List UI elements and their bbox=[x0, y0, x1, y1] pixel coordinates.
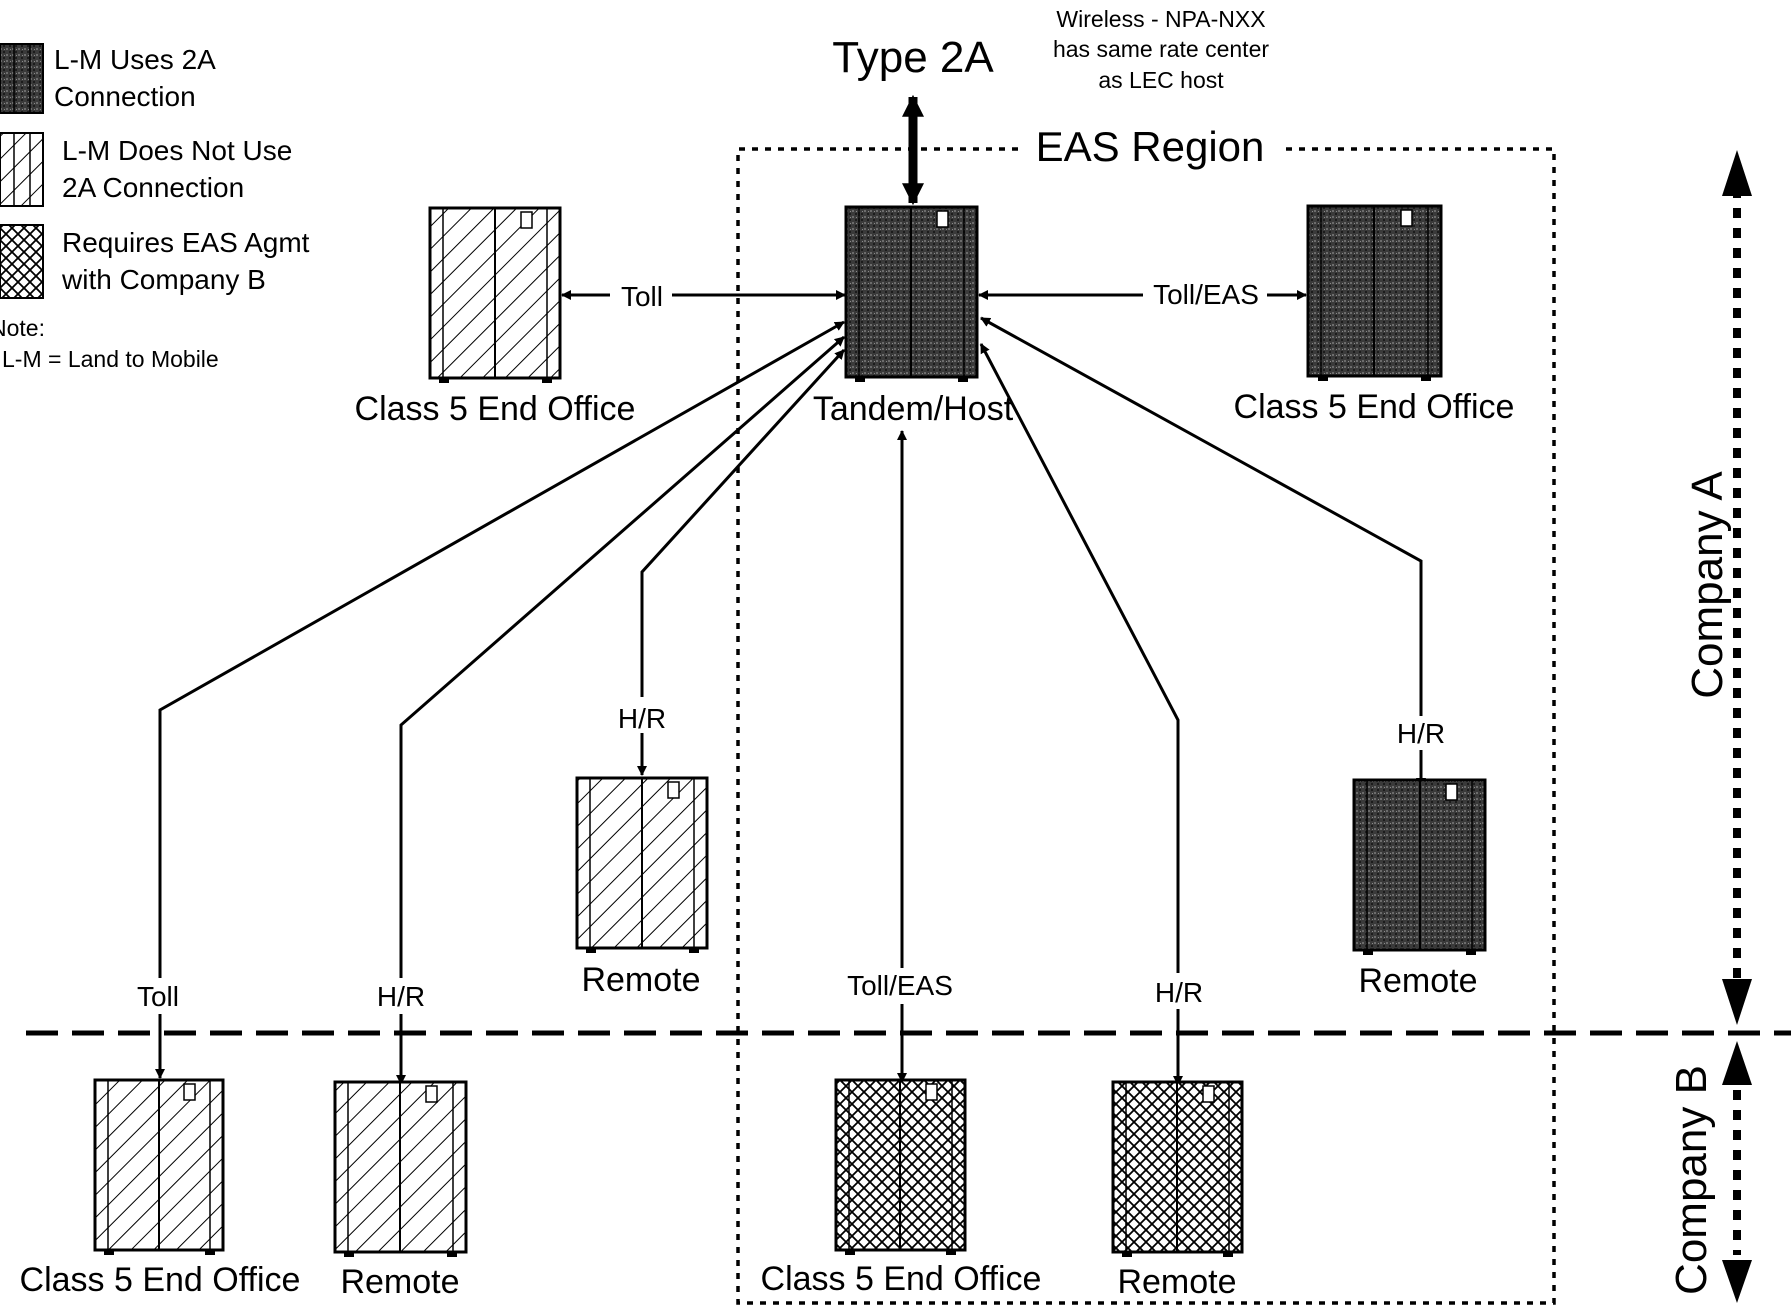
legend-requires-eas-line2: with Company B bbox=[61, 264, 266, 295]
diagram-title: Type 2A bbox=[832, 33, 994, 82]
wireless-note-line1: Wireless - NPA-NXX bbox=[1056, 6, 1265, 32]
legend-not-use-2a-line1: L-M Does Not Use bbox=[62, 135, 292, 166]
tandem-host-switch bbox=[844, 205, 979, 382]
company-a-label: Company A bbox=[1683, 471, 1732, 699]
label-toll-eas-b: Toll/EAS bbox=[847, 970, 953, 1001]
eas-region: EAS Region bbox=[736, 123, 1556, 1305]
eas-region-label: EAS Region bbox=[1036, 123, 1265, 170]
company-b-label: Company B bbox=[1667, 1065, 1716, 1295]
legend-requires-eas-line1: Requires EAS Agmt bbox=[62, 227, 310, 258]
legend-note-text: L-M = Land to Mobile bbox=[2, 346, 219, 372]
wireless-note-line3: as LEC host bbox=[1098, 67, 1224, 93]
label-hr-b: H/R bbox=[377, 981, 425, 1012]
label-toll-eas-top: Toll/EAS bbox=[1153, 279, 1259, 310]
legend-cross-swatch bbox=[0, 224, 44, 299]
company-axis: Company A Company B bbox=[1667, 150, 1752, 1303]
label-toll-b: Toll bbox=[137, 981, 179, 1012]
remote-right-switch bbox=[1352, 778, 1487, 955]
legend-dark-swatch bbox=[0, 43, 44, 114]
link-tandem-to-b-end-office bbox=[155, 320, 845, 1079]
end-office-left-switch bbox=[428, 206, 562, 383]
b-end-office-eas-label: Class 5 End Office bbox=[761, 1260, 1042, 1298]
label-toll-top: Toll bbox=[621, 281, 663, 312]
link-tandem-to-remote-right bbox=[980, 316, 1426, 788]
wireless-note-line2: has same rate center bbox=[1053, 36, 1269, 62]
legend-not-use-2a-line2: 2A Connection bbox=[62, 172, 244, 203]
b-remote-eas-switch bbox=[1111, 1080, 1244, 1257]
legend-uses-2a-line2: Connection bbox=[54, 81, 196, 112]
legend-hatch-swatch bbox=[0, 132, 44, 207]
end-office-right-label: Class 5 End Office bbox=[1234, 388, 1515, 426]
end-office-right-switch bbox=[1306, 204, 1443, 381]
b-remote-eas-label: Remote bbox=[1117, 1263, 1236, 1301]
remote-right-label: Remote bbox=[1358, 962, 1477, 1000]
tandem-host-label: Tandem/Host bbox=[813, 390, 1014, 428]
remote-mid-switch bbox=[575, 776, 709, 953]
b-remote-left-switch bbox=[333, 1080, 468, 1257]
end-office-left-label: Class 5 End Office bbox=[355, 390, 636, 428]
b-end-office-eas-switch bbox=[834, 1078, 967, 1255]
legend: L-M Uses 2A Connection L-M Does Not Use … bbox=[0, 43, 310, 372]
legend-note-heading: Note: bbox=[0, 315, 45, 341]
label-hr-remote-right: H/R bbox=[1397, 718, 1445, 749]
legend-uses-2a-line1: L-M Uses 2A bbox=[54, 44, 216, 75]
b-end-office-left-switch bbox=[93, 1078, 225, 1255]
label-hr-remote-mid: H/R bbox=[618, 703, 666, 734]
remote-mid-label: Remote bbox=[581, 961, 700, 999]
label-hr-b-eas: H/R bbox=[1155, 977, 1203, 1008]
link-labels: Toll Toll/EAS H/R H/R Toll H/R Toll/EAS … bbox=[126, 276, 1456, 1014]
connections bbox=[155, 290, 1426, 1086]
b-remote-left-label: Remote bbox=[340, 1263, 459, 1301]
wireless-note: Wireless - NPA-NXX has same rate center … bbox=[1053, 6, 1269, 93]
b-end-office-left-label: Class 5 End Office bbox=[20, 1261, 301, 1299]
